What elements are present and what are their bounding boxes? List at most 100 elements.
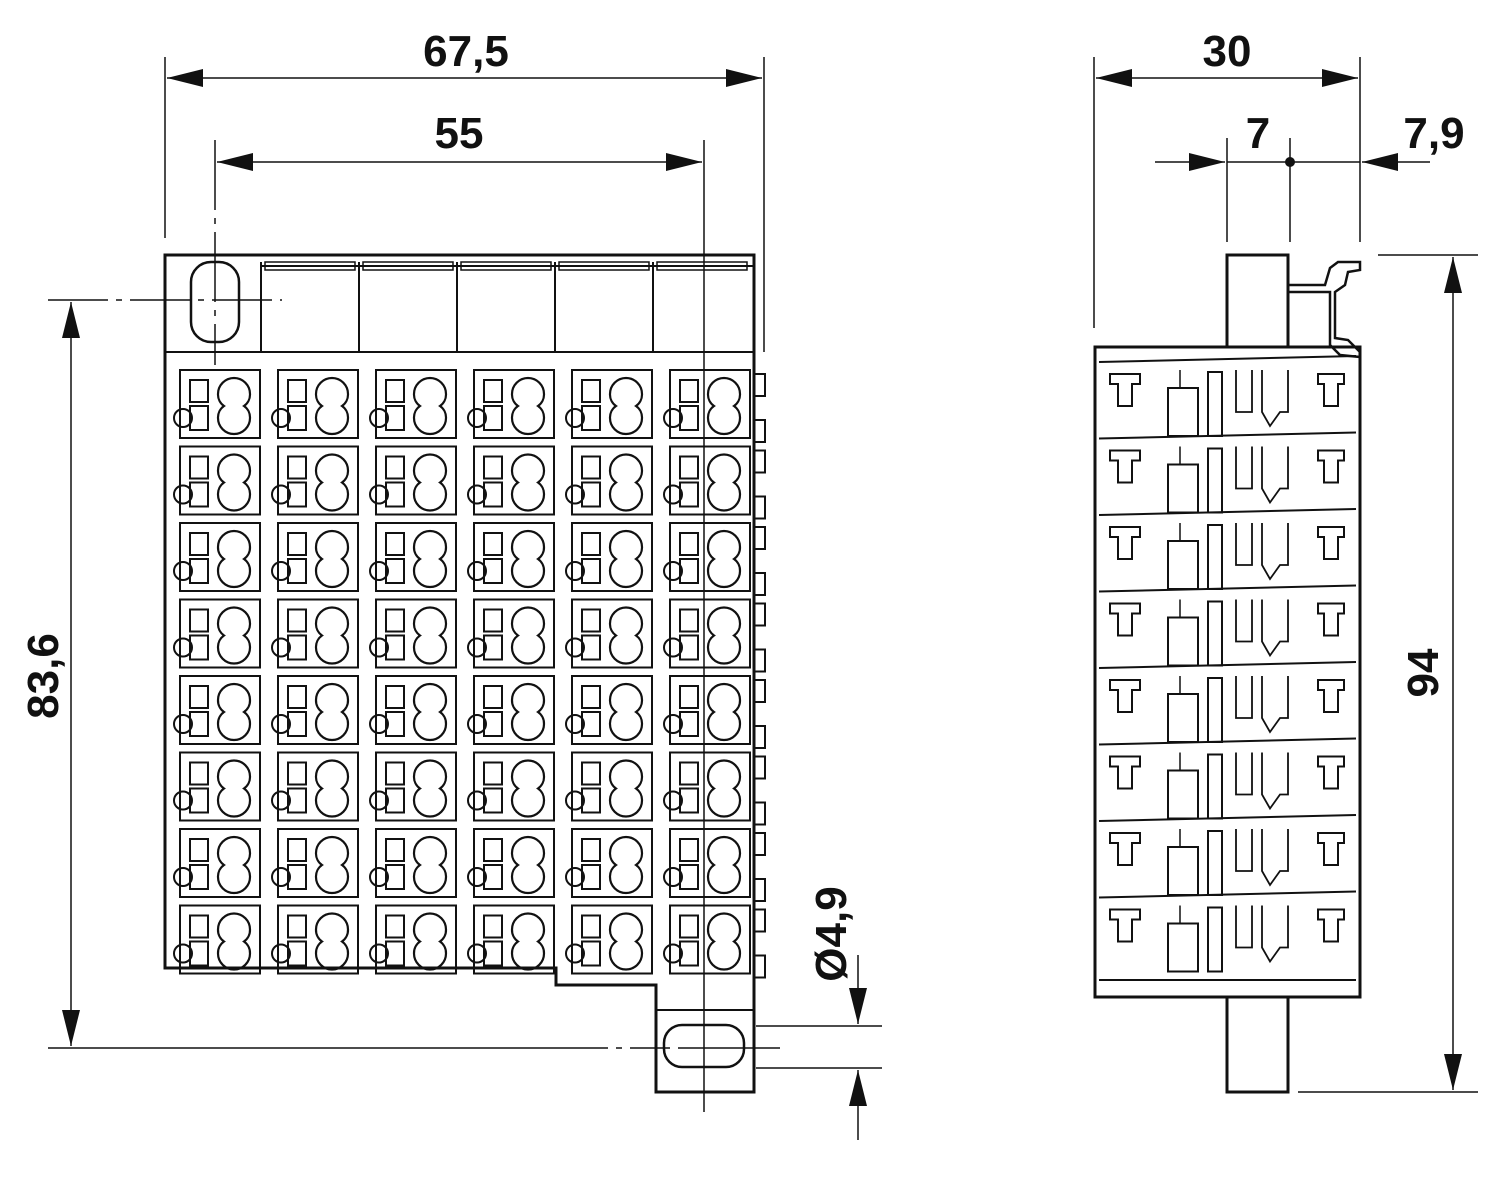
side-contact — [1167, 616, 1199, 667]
terminal-cell — [467, 751, 555, 822]
dimension-overall-width: 67,5 — [164, 27, 765, 352]
side-tab — [753, 495, 766, 520]
top-slot — [656, 261, 748, 271]
terminal-cell — [467, 598, 555, 669]
terminal-frame — [571, 369, 653, 439]
side-spring — [1235, 446, 1289, 505]
terminal-cell — [369, 751, 457, 822]
release-lever — [581, 455, 601, 508]
terminal-frame — [571, 445, 653, 516]
release-lever — [385, 532, 405, 584]
terminal-frame — [277, 369, 359, 439]
conductor-entry — [510, 376, 546, 436]
terminal-cell — [173, 751, 261, 822]
label-hole-pitch: 55 — [435, 109, 484, 158]
side-bottom-stem — [1225, 997, 1290, 1094]
terminal-cell — [271, 369, 359, 439]
release-lever — [679, 914, 699, 967]
terminal-frame — [277, 904, 359, 975]
terminal-cell — [663, 904, 751, 975]
side-housing-outline — [1093, 345, 1362, 999]
terminal-frame — [277, 598, 359, 669]
terminal-cell — [565, 675, 653, 745]
conductor-entry — [412, 682, 448, 742]
conductor-entry — [706, 453, 742, 512]
terminal-cell — [271, 445, 359, 516]
terminal-cell — [663, 828, 751, 898]
conductor-entry — [706, 376, 742, 436]
release-lever — [581, 685, 601, 737]
conductor-entry — [510, 835, 546, 895]
terminal-frame — [277, 828, 359, 898]
release-lever — [189, 455, 209, 508]
terminal-cell — [173, 522, 261, 592]
terminal-frame — [571, 675, 653, 745]
test-point — [663, 637, 683, 658]
terminal-frame — [375, 675, 457, 745]
conductor-entry — [608, 759, 644, 818]
side-contact — [1167, 463, 1199, 514]
side-clip-left — [1109, 526, 1141, 560]
terminal-frame — [473, 522, 555, 592]
terminal-frame — [277, 445, 359, 516]
terminal-frame — [375, 751, 457, 822]
side-contact — [1167, 540, 1199, 590]
side-clip-left — [1109, 679, 1141, 713]
side-spring — [1235, 370, 1289, 428]
test-point — [271, 790, 291, 811]
conductor-entry — [314, 835, 350, 895]
terminal-cell — [467, 828, 555, 898]
test-point — [271, 867, 291, 887]
side-busbar — [1207, 524, 1223, 590]
test-point — [173, 637, 193, 658]
terminal-cell — [467, 369, 555, 439]
side-clip-left — [1109, 755, 1141, 790]
din-rail-hook — [1288, 260, 1362, 359]
release-lever — [385, 379, 405, 431]
label-overall-width: 67,5 — [423, 27, 509, 76]
terminal-frame — [669, 675, 751, 745]
conductor-entry — [216, 376, 252, 436]
conductor-entry — [314, 529, 350, 589]
side-clip-right — [1317, 526, 1345, 560]
side-spring — [1235, 829, 1289, 887]
conductor-entry — [314, 682, 350, 742]
dimension-hole-diameter: Ø4,9 — [756, 886, 882, 1140]
terminal-frame — [277, 675, 359, 745]
release-lever — [189, 685, 209, 737]
release-lever — [385, 608, 405, 661]
side-tab — [753, 908, 766, 933]
test-point — [565, 637, 585, 658]
release-lever — [483, 685, 503, 737]
side-row — [1098, 890, 1357, 973]
conductor-entry — [706, 529, 742, 589]
conductor-entry — [510, 682, 546, 742]
test-point — [369, 484, 389, 505]
release-lever — [189, 379, 209, 431]
terminal-frame — [179, 751, 261, 822]
release-lever — [581, 914, 601, 967]
release-lever — [483, 455, 503, 508]
terminal-frame — [179, 522, 261, 592]
release-lever — [385, 455, 405, 508]
test-point — [271, 408, 291, 428]
side-busbar — [1207, 906, 1223, 973]
side-clip-left — [1109, 449, 1141, 484]
conductor-entry — [216, 759, 252, 818]
side-tab — [753, 648, 766, 673]
side-busbar — [1207, 677, 1223, 743]
side-clip-right — [1317, 679, 1345, 713]
terminal-cell — [271, 598, 359, 669]
side-clip-right — [1317, 755, 1345, 790]
release-lever — [287, 532, 307, 584]
test-point — [467, 484, 487, 505]
release-lever — [189, 608, 209, 661]
side-clip-right — [1317, 373, 1345, 407]
conductor-entry — [412, 912, 448, 971]
conductor-entry — [314, 912, 350, 971]
release-lever — [287, 379, 307, 431]
terminal-frame — [669, 751, 751, 822]
label-side-depth: 30 — [1203, 27, 1252, 76]
terminal-frame — [473, 751, 555, 822]
side-busbar — [1207, 830, 1223, 896]
